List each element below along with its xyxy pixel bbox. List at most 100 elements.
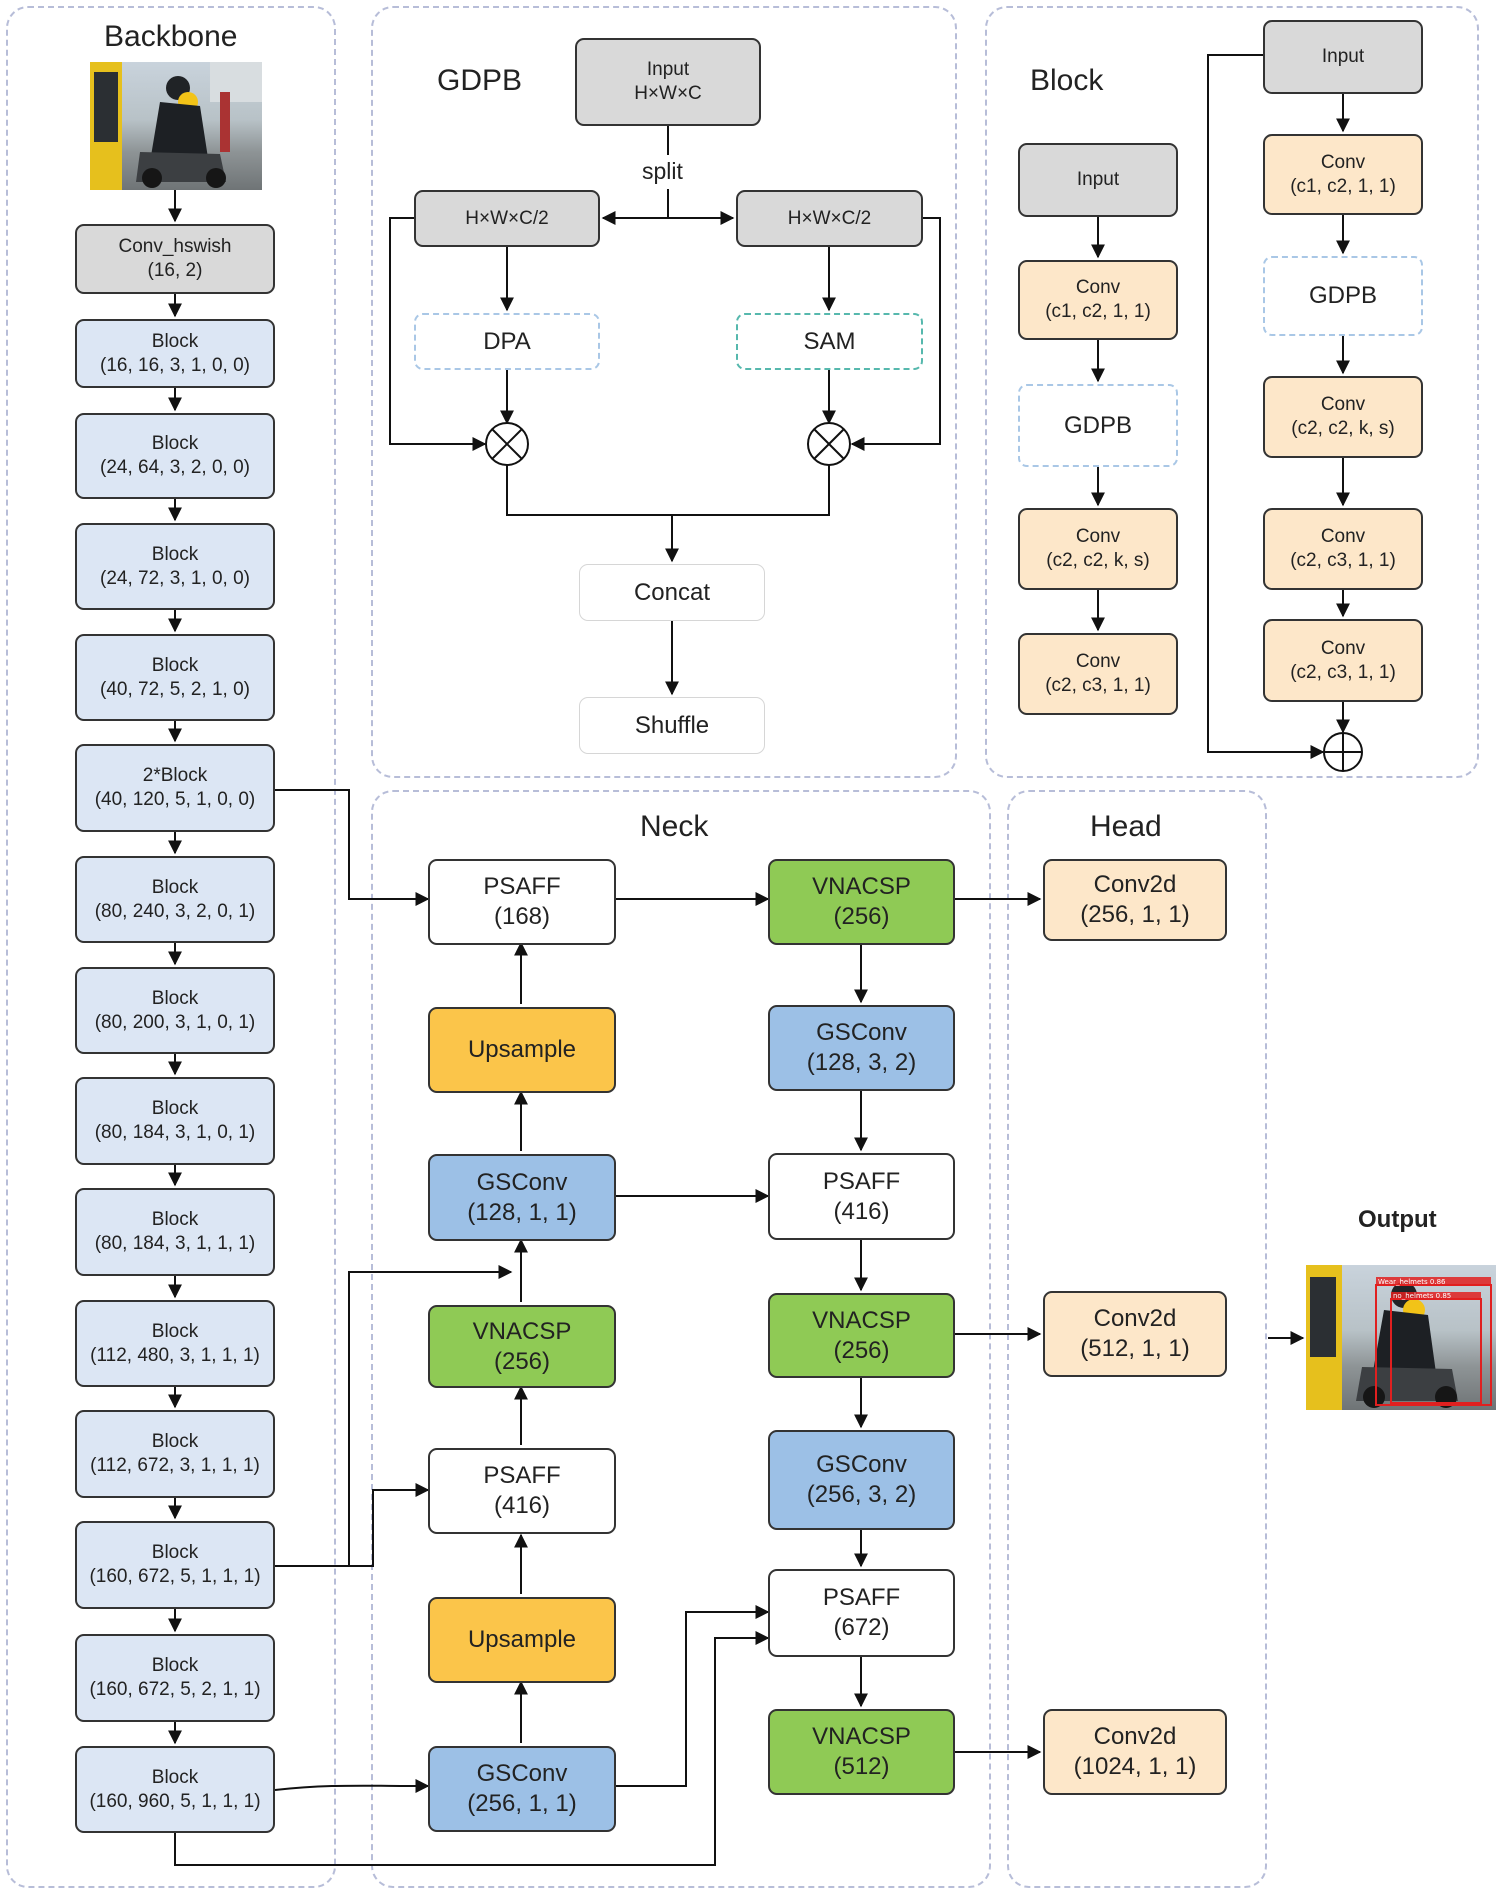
head-conv2d-1024: Conv2d (1024, 1, 1) [1043, 1709, 1227, 1795]
neck-title: Neck [640, 810, 709, 843]
neck-panel [371, 790, 991, 1888]
block-params: (24, 72, 3, 1, 0, 0) [100, 567, 250, 589]
gdpb-input-shape: H×W×C [634, 83, 702, 104]
concat-label: Concat [633, 578, 711, 606]
block-params: (160, 672, 5, 2, 1, 1) [89, 1679, 261, 1700]
block-name: Block [151, 543, 199, 565]
backbone-block-4: Block (40, 72, 5, 2, 1, 0) [75, 634, 275, 721]
gdpb-panel [371, 6, 957, 778]
neck-left-psaff-416: PSAFF (416) [428, 1448, 616, 1534]
conv-params: (c2, c2, k, s) [1046, 550, 1150, 571]
conv2d-name: Conv2d [1093, 1305, 1177, 1332]
gdpb-sam: SAM [736, 313, 923, 370]
conv-params: (c1, c2, 1, 1) [1290, 175, 1396, 197]
gsconv-name: GSConv [816, 1019, 907, 1046]
left-half-shape: H×W×C/2 [465, 207, 549, 229]
block-params: (160, 672, 5, 1, 1, 1) [89, 1566, 261, 1587]
gsconv-name: GSConv [476, 1760, 568, 1787]
backbone-block-10: Block (112, 480, 3, 1, 1, 1) [75, 1300, 275, 1387]
gdpb-split-label: split [642, 158, 683, 184]
block-right-conv4: Conv (c2, c3, 1, 1) [1263, 619, 1423, 702]
block-left-conv1: Conv (c1, c2, 1, 1) [1018, 260, 1178, 340]
gdpb-concat: Concat [579, 564, 765, 621]
block-right-conv1: Conv (c1, c2, 1, 1) [1263, 134, 1423, 215]
block-name: Block [151, 1766, 199, 1788]
gsconv-name: GSConv [816, 1451, 907, 1478]
input-photo [90, 62, 262, 190]
backbone-block-1: Block (16, 16, 3, 1, 0, 0) [75, 319, 275, 388]
block-right-input-label: Input [1321, 46, 1365, 68]
backbone-panel [6, 6, 336, 1888]
backbone-block-2: Block (24, 64, 3, 2, 0, 0) [75, 413, 275, 499]
conv2d-params: (1024, 1, 1) [1073, 1753, 1197, 1780]
backbone-block-14: Block (160, 960, 5, 1, 1, 1) [75, 1746, 275, 1833]
backbone-stem-conv-hswish: Conv_hswish (16, 2) [75, 224, 275, 294]
gdpb-left-half: H×W×C/2 [414, 190, 600, 247]
block-left-conv3: Conv (c2, c3, 1, 1) [1018, 633, 1178, 715]
block-name: Block [151, 433, 199, 455]
block-name: 2*Block [142, 765, 208, 787]
neck-left-gsconv-256: GSConv (256, 1, 1) [428, 1746, 616, 1832]
block-params: (80, 240, 3, 2, 0, 1) [94, 900, 256, 922]
gsconv-params: (128, 1, 1) [467, 1198, 577, 1226]
conv2d-name: Conv2d [1093, 871, 1177, 898]
block-right-input: Input [1263, 20, 1423, 94]
vnacsp-name: VNACSP [472, 1317, 572, 1345]
vnacsp-params: (512) [833, 1753, 890, 1780]
block-params: (80, 184, 3, 1, 1, 1) [94, 1233, 256, 1254]
output-title: Output [1358, 1206, 1437, 1233]
gsconv-params: (256, 3, 2) [806, 1481, 917, 1508]
block-params: (160, 960, 5, 1, 1, 1) [89, 1790, 261, 1812]
upsample-label: Upsample [467, 1036, 577, 1063]
conv-name: Conv [1320, 526, 1366, 548]
neck-right-psaff-416: PSAFF (416) [768, 1153, 955, 1240]
neck-psaff-168: PSAFF (168) [428, 859, 616, 945]
block-params: (16, 16, 3, 1, 0, 0) [100, 354, 250, 376]
block-name: Block [151, 987, 199, 1009]
gdpb-shuffle: Shuffle [579, 697, 765, 754]
neck-left-gsconv-128: GSConv (128, 1, 1) [428, 1154, 616, 1241]
sam-label: SAM [803, 327, 856, 355]
gdpb-input-name: Input [646, 59, 690, 81]
block-left-conv2: Conv (c2, c2, k, s) [1018, 508, 1178, 590]
head-conv2d-512: Conv2d (512, 1, 1) [1043, 1291, 1227, 1377]
block-name: Block [151, 1209, 199, 1231]
conv-params: (c2, c3, 1, 1) [1290, 550, 1396, 571]
backbone-block-8: Block (80, 184, 3, 1, 0, 1) [75, 1077, 275, 1165]
neck-right-vnacsp-512: VNACSP (512) [768, 1709, 955, 1795]
gdpb-title: GDPB [437, 64, 523, 97]
gsconv-params: (256, 1, 1) [467, 1790, 577, 1817]
neck-right-gsconv-256: GSConv (256, 3, 2) [768, 1430, 955, 1530]
psaff-params: (416) [833, 1197, 890, 1225]
block-name: Block [151, 876, 199, 898]
backbone-block-6: Block (80, 240, 3, 2, 0, 1) [75, 856, 275, 943]
vnacsp-name: VNACSP [812, 1723, 911, 1750]
neck-right-vnacsp-256-top: VNACSP (256) [768, 859, 955, 945]
neck-right-gsconv-128: GSConv (128, 3, 2) [768, 1005, 955, 1091]
conv-params: (c2, c2, k, s) [1291, 418, 1395, 439]
conv-name: Conv [1320, 151, 1366, 173]
backbone-block-13: Block (160, 672, 5, 2, 1, 1) [75, 1634, 275, 1722]
psaff-name: PSAFF [822, 1167, 901, 1195]
psaff-name: PSAFF [483, 1462, 561, 1489]
backbone-block-3: Block (24, 72, 3, 1, 0, 0) [75, 523, 275, 610]
backbone-block-9: Block (80, 184, 3, 1, 1, 1) [75, 1188, 275, 1276]
neck-upsample-1: Upsample [428, 1007, 616, 1093]
conv-name: Conv [1320, 637, 1366, 659]
block-params: (40, 120, 5, 1, 0, 0) [94, 789, 256, 810]
gdpb-dpa: DPA [414, 313, 600, 370]
block-params: (80, 200, 3, 1, 0, 1) [94, 1011, 256, 1033]
gdpb-input: Input H×W×C [575, 38, 761, 126]
psaff-params: (168) [493, 903, 551, 930]
conv2d-params: (512, 1, 1) [1080, 1335, 1190, 1362]
block-right-gdpb: GDPB [1263, 256, 1423, 336]
backbone-block-5: 2*Block (40, 120, 5, 1, 0, 0) [75, 744, 275, 832]
block-title: Block [1030, 64, 1104, 97]
block-name: Block [151, 1655, 199, 1677]
block-params: (112, 672, 3, 1, 1, 1) [90, 1455, 260, 1476]
block-name: Block [151, 654, 199, 676]
conv-params: (c2, c3, 1, 1) [1290, 661, 1396, 683]
psaff-name: PSAFF [483, 873, 561, 900]
psaff-name: PSAFF [822, 1584, 901, 1611]
